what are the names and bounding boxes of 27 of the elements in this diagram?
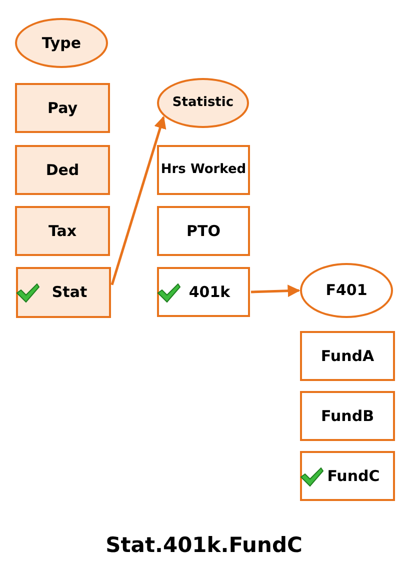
- caption: Stat.401k.FundC: [104, 532, 304, 559]
- process-box: [15, 206, 110, 256]
- node-label: F401: [326, 280, 368, 302]
- node-label: Type: [42, 32, 82, 54]
- arrow: [110, 116, 166, 286]
- node-label: Ded: [46, 160, 80, 181]
- process-box: [157, 206, 250, 256]
- process-box: [157, 145, 250, 195]
- node-label: FundC: [326, 466, 380, 487]
- process-box: [300, 331, 395, 381]
- node-label: FundB: [320, 406, 374, 427]
- process-box: [15, 83, 110, 133]
- node-label: Statistic: [172, 94, 234, 112]
- process-box: [300, 451, 395, 501]
- arrow: [250, 284, 300, 298]
- node-label: Hrs Worked: [160, 161, 246, 180]
- node-label: Stat: [50, 282, 88, 304]
- process-box: [157, 267, 250, 317]
- process-box: [15, 145, 110, 195]
- process-box: [16, 267, 111, 318]
- process-box: [300, 391, 395, 441]
- ellipse-node: [157, 78, 249, 128]
- node-label: Tax: [48, 220, 77, 242]
- node-label: FundA: [320, 346, 374, 367]
- node-label: 401k: [188, 282, 230, 303]
- node-label: Pay: [47, 98, 78, 119]
- node-label: PTO: [186, 220, 220, 242]
